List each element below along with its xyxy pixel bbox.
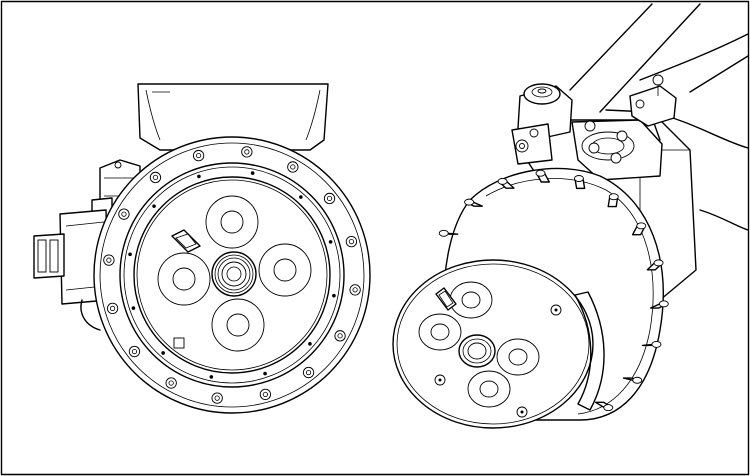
outer-bolt	[334, 330, 346, 342]
inner-screw	[308, 342, 312, 346]
top-fittings	[511, 74, 677, 181]
inner-screw	[197, 174, 201, 179]
inner-screw	[299, 195, 303, 199]
inner-screw	[250, 171, 255, 175]
persp-lobe-left	[418, 313, 462, 351]
outer-bolt	[349, 284, 361, 296]
outer-bolt	[106, 302, 119, 315]
lobe-left	[157, 252, 211, 306]
outer-bolt-ring	[103, 146, 361, 404]
flange-stud-ring	[438, 169, 669, 412]
face-screws	[434, 304, 562, 418]
persp-lobe-bottom	[467, 370, 511, 408]
flange-stud	[607, 193, 619, 208]
outer-bolt	[241, 146, 253, 158]
center-hub	[211, 251, 257, 297]
top-duct	[137, 83, 329, 151]
outer-bolt	[118, 208, 130, 220]
flange-stud	[631, 222, 647, 236]
outer-bolt	[128, 345, 141, 358]
outer-bolt	[211, 392, 223, 404]
inner-screw	[161, 351, 165, 355]
outer-bolt	[165, 377, 177, 389]
outer-bolt	[302, 366, 315, 379]
square-plug	[173, 337, 185, 349]
inner-screw	[328, 240, 333, 244]
inner-screw	[332, 293, 336, 298]
outer-bolt	[345, 235, 358, 248]
flange-stud	[622, 376, 643, 384]
small-bracket	[171, 229, 201, 253]
persp-lobe-right	[496, 338, 540, 376]
outer-bolt	[103, 254, 115, 266]
flange-stud	[641, 340, 662, 348]
outer-bolt	[192, 149, 205, 162]
outer-bolt	[259, 388, 272, 401]
flange-stud	[646, 259, 664, 271]
perspective-view	[392, 3, 749, 429]
end-plate	[133, 176, 331, 374]
inner-screw	[263, 371, 267, 376]
inner-screw	[128, 252, 132, 257]
inner-screw	[209, 375, 214, 379]
outer-bolt	[287, 161, 299, 173]
persp-center-hub	[458, 334, 496, 368]
flange-stud	[497, 177, 515, 189]
inner-flange	[119, 162, 345, 388]
inner-screw-ring	[128, 171, 336, 379]
front-view	[33, 83, 371, 414]
flange-stud	[464, 198, 483, 207]
lobe-bottom	[211, 298, 265, 352]
flange-stud	[595, 401, 614, 412]
persp-lobe-top	[449, 281, 493, 319]
persp-small-bracket	[435, 287, 457, 311]
flange-stud	[438, 229, 459, 237]
flange-stud	[535, 169, 550, 183]
outer-bolt	[149, 171, 162, 184]
lobe-right	[258, 243, 312, 297]
lobe-top	[205, 195, 259, 249]
outer-bolt	[323, 192, 336, 205]
flange-stud	[573, 175, 586, 190]
inner-screw	[131, 306, 136, 310]
inner-screw	[152, 204, 156, 208]
flange-stud	[650, 300, 669, 309]
